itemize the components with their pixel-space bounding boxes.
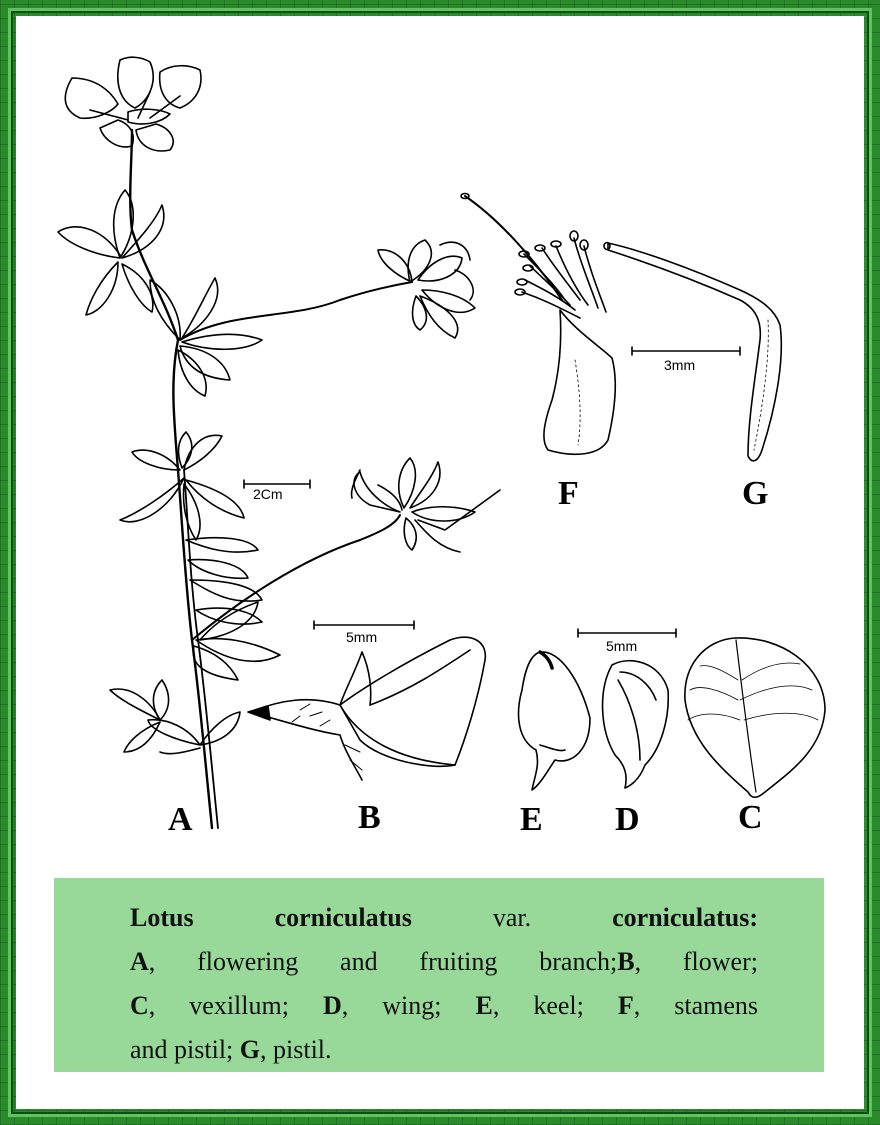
label-e: E — [520, 801, 543, 838]
scale-label-stamens: 3mm — [664, 357, 695, 373]
vexillum-c-drawing — [684, 637, 826, 799]
scale-bar-petals: 5mm — [577, 628, 677, 654]
caption-item-text: , flower; — [634, 947, 758, 976]
label-c: C — [738, 799, 763, 836]
upper-right-flower — [377, 239, 476, 339]
upper-leaves — [57, 189, 263, 397]
caption-item-text: , keel; — [492, 991, 584, 1020]
stamens-f-drawing — [460, 192, 616, 456]
middle-right-flower — [350, 457, 501, 553]
pistil-g-drawing — [603, 241, 783, 462]
caption-item-text: , vexillum; — [148, 991, 289, 1020]
plant-branch-drawing — [57, 56, 501, 830]
label-d: D — [615, 801, 640, 838]
caption-item-text: , stamens — [633, 991, 758, 1020]
caption-line-1: Lotus corniculatus var. corniculatus: — [130, 896, 758, 940]
scale-bar-flower: 5mm — [313, 620, 415, 645]
caption-line-3: C, vexillum; D, wing; E, keel; F, stamen… — [130, 984, 758, 1028]
figure-caption: Lotus corniculatus var. corniculatus: A,… — [54, 878, 824, 1072]
scale-label-flower: 5mm — [346, 629, 377, 645]
caption-item-letter: C — [130, 991, 149, 1020]
scale-label-petals: 5mm — [606, 638, 637, 654]
scale-bar-plant: 2Cm — [243, 479, 311, 502]
caption-line-4: and pistil; G, pistil. — [130, 1028, 758, 1072]
bottom-leaves — [109, 679, 241, 755]
caption-item-letter: F — [617, 991, 634, 1020]
scale-label-plant: 2Cm — [253, 486, 283, 502]
caption-genus: Lotus — [130, 903, 194, 932]
scale-bar-stamens: 3mm — [631, 346, 741, 373]
caption-species: corniculatus — [274, 903, 412, 932]
keel-e-drawing — [517, 650, 591, 791]
caption-item-letter: B — [617, 947, 635, 976]
label-g: G — [742, 475, 768, 512]
caption-item-letter: D — [322, 991, 342, 1020]
top-flower-cluster — [64, 56, 202, 152]
caption-item-letter: E — [475, 991, 493, 1020]
caption-item-letter: A — [130, 947, 149, 976]
caption-item-text: , flowering and fruiting branch; — [148, 947, 618, 976]
caption-item-text: , wing; — [341, 991, 442, 1020]
caption-item-text: , pistil. — [260, 1035, 332, 1064]
label-a: A — [168, 801, 193, 838]
middle-leaves — [119, 431, 281, 681]
label-b: B — [358, 799, 381, 836]
caption-item-letter: G — [239, 1035, 261, 1064]
caption-item-text-continued: and pistil; — [130, 1035, 240, 1064]
caption-line-2: A, flowering and fruiting branch;B, flow… — [130, 940, 758, 984]
caption-rank: var. — [492, 903, 532, 932]
caption-variety: corniculatus: — [612, 903, 759, 932]
frame-bevel — [8, 8, 872, 1117]
label-f: F — [558, 475, 579, 512]
flower-b-drawing — [247, 636, 487, 781]
wing-d-drawing — [601, 660, 670, 789]
